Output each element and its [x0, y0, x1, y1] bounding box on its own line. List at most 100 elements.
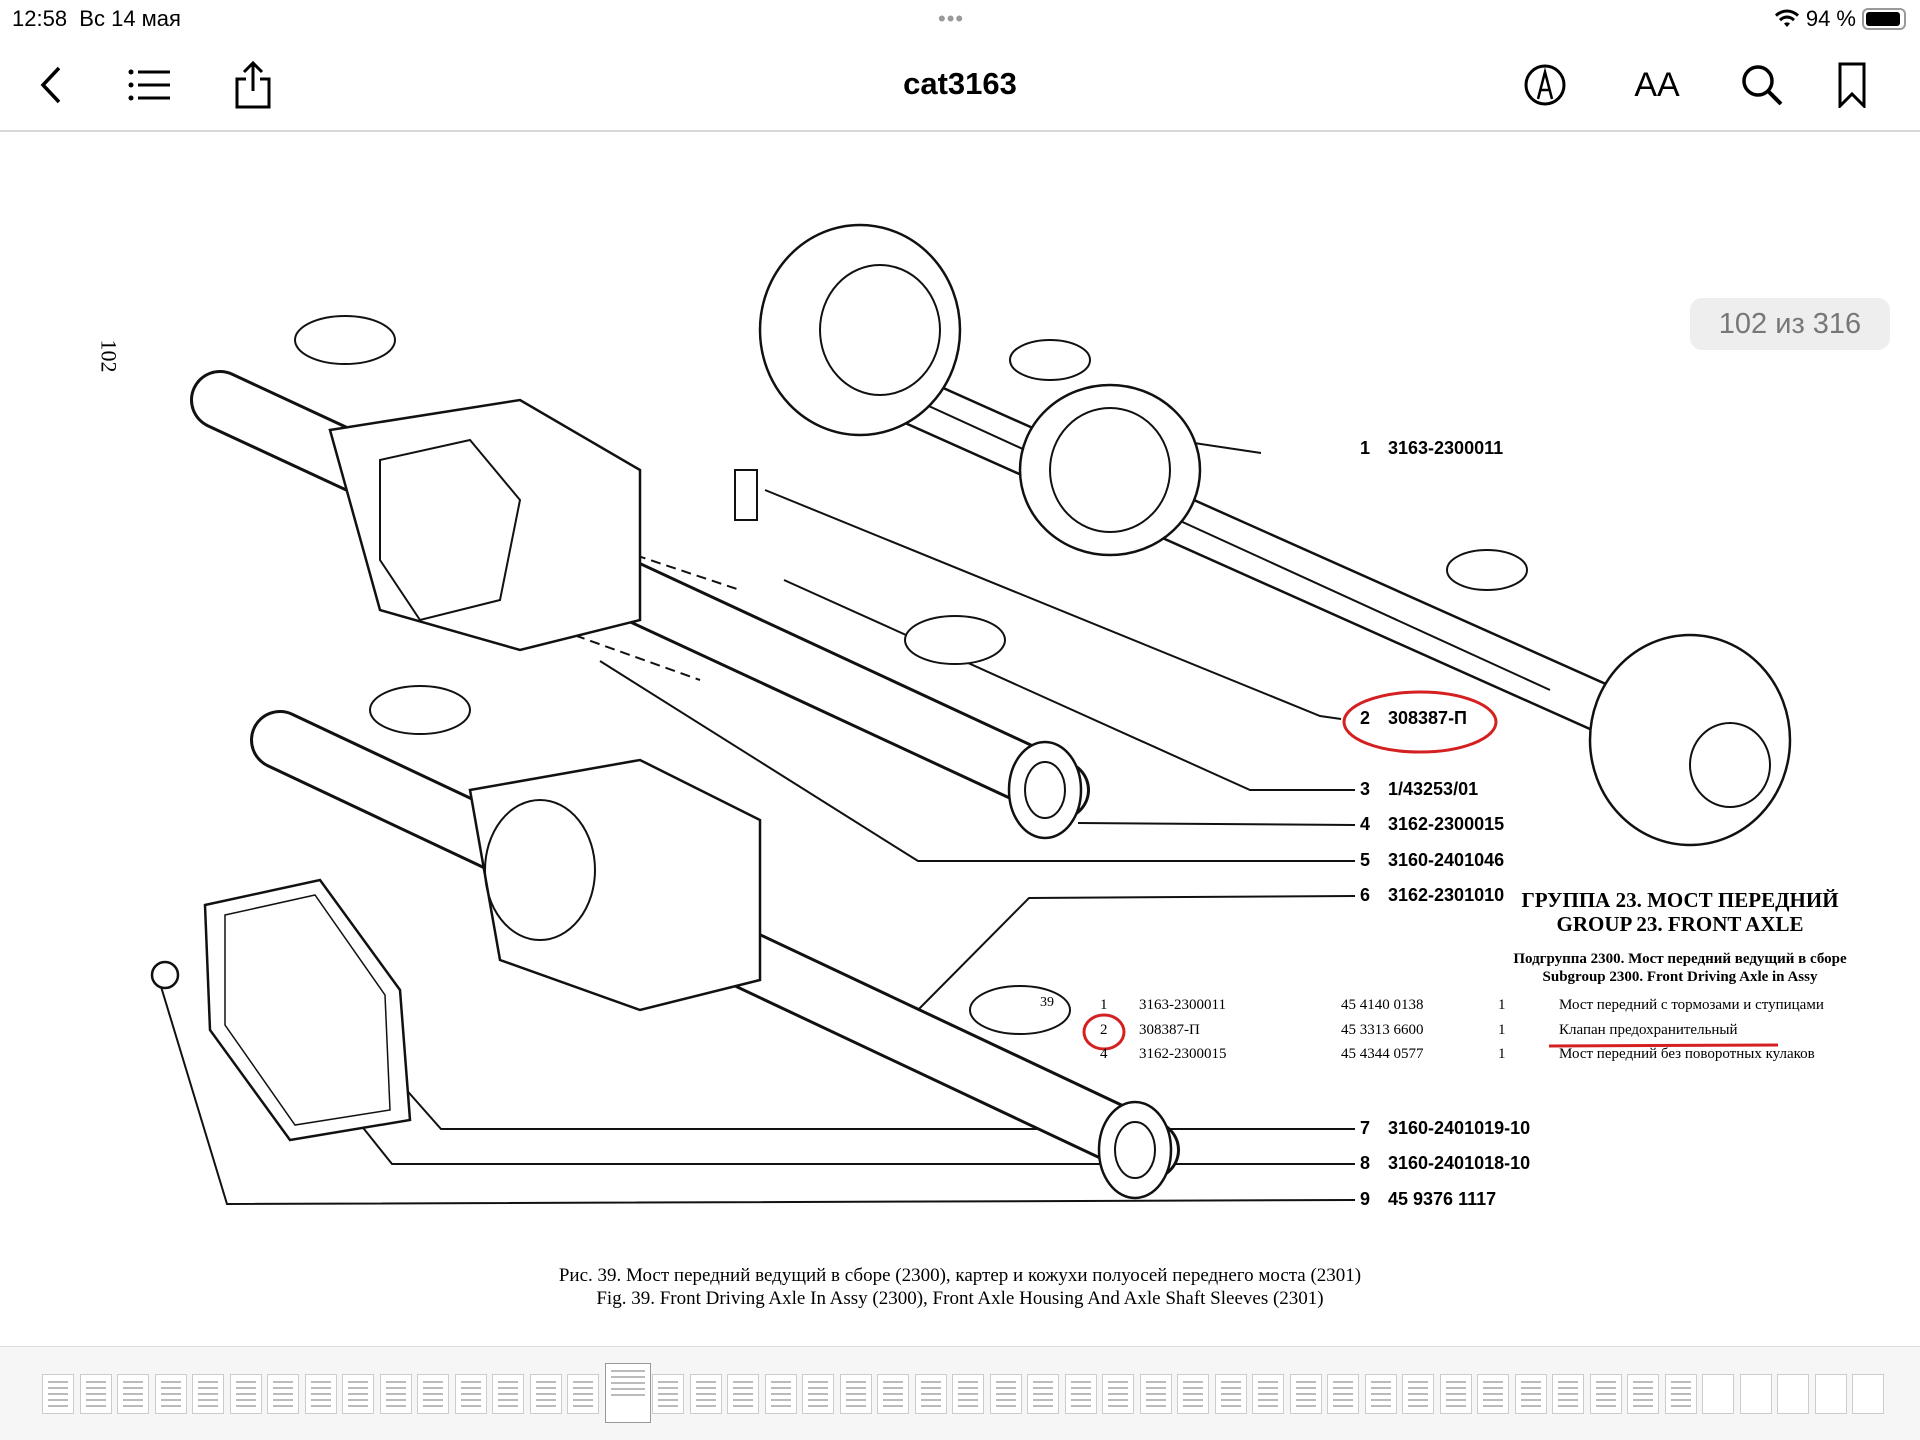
- row-qty: 1: [1498, 997, 1506, 1013]
- text-size-button[interactable]: AA: [1634, 65, 1680, 104]
- page-thumbnail[interactable]: [764, 1374, 797, 1414]
- multitask-dots-icon[interactable]: •••: [938, 6, 965, 31]
- subgroup-heading-en: Subgroup 2300. Front Driving Axle in Ass…: [1542, 969, 1818, 985]
- page-thumbnail[interactable]: [839, 1374, 872, 1414]
- search-icon: [1742, 65, 1783, 106]
- status-bar: 12:58 Вс 14 мая ••• 94 %: [0, 0, 1920, 38]
- red-underline-valve: [1548, 1043, 1779, 1048]
- markup-button[interactable]: [1520, 60, 1570, 110]
- group-heading-en: GROUP 23. FRONT AXLE: [1556, 912, 1804, 936]
- page-thumbnail[interactable]: [304, 1374, 337, 1414]
- row-desc: Мост передний без поворотных кулаков: [1559, 1046, 1815, 1062]
- page-thumbnail[interactable]: [1027, 1374, 1059, 1414]
- page-thumbnail[interactable]: [877, 1374, 909, 1414]
- battery-percent: 94 %: [1805, 6, 1856, 31]
- row-qty: 1: [1498, 1046, 1506, 1062]
- group-heading-ru: ГРУППА 23. МОСТ ПЕРЕДНИЙ: [1521, 888, 1839, 912]
- search-button[interactable]: [1737, 60, 1787, 110]
- page-thumbnail[interactable]: [1589, 1374, 1622, 1414]
- page-thumbnail[interactable]: [1402, 1374, 1434, 1414]
- page-thumbnail[interactable]: [1439, 1374, 1472, 1414]
- row-num: 1: [1100, 997, 1108, 1013]
- back-button[interactable]: [26, 60, 76, 110]
- page-thumbnail[interactable]: [529, 1374, 562, 1414]
- page-thumbnail[interactable]: [154, 1374, 187, 1414]
- page-thumbnail[interactable]: [989, 1374, 1022, 1414]
- page-thumbnail[interactable]: [1552, 1374, 1584, 1414]
- page-thumbnail[interactable]: [727, 1374, 759, 1414]
- subgroup-heading-ru: Подгруппа 2300. Мост передний ведущий в …: [1513, 951, 1847, 967]
- battery-icon: [1862, 8, 1906, 30]
- page-thumbnail[interactable]: [1327, 1374, 1359, 1414]
- page-thumbnail[interactable]: [192, 1374, 224, 1414]
- page-thumbnail[interactable]: [79, 1374, 112, 1414]
- page-thumbnail[interactable]: [652, 1374, 684, 1414]
- page-thumbnail[interactable]: [1177, 1374, 1209, 1414]
- page-thumbnail[interactable]: [1364, 1374, 1397, 1414]
- page-thumbnail[interactable]: [1814, 1374, 1847, 1414]
- page-thumbnail[interactable]: [42, 1374, 74, 1414]
- row-qty: 1: [1498, 1022, 1506, 1038]
- row-code: 45 3313 6600: [1341, 1022, 1424, 1038]
- page-thumbnail[interactable]: [914, 1374, 947, 1414]
- page-thumbnail[interactable]: [1139, 1374, 1172, 1414]
- row-part: 308387-П: [1139, 1022, 1200, 1038]
- document-title: cat3163: [903, 66, 1017, 101]
- page-thumbnail[interactable]: [567, 1374, 599, 1414]
- page-thumbnail[interactable]: [1477, 1374, 1509, 1414]
- red-circle-table-2: [1082, 1013, 1126, 1051]
- page-thumbnail[interactable]: [1214, 1374, 1247, 1414]
- page-thumbnail[interactable]: [1514, 1374, 1547, 1414]
- share-icon: [235, 61, 271, 109]
- page-thumbnail[interactable]: [492, 1374, 524, 1414]
- pencil-tip-icon: [1524, 64, 1566, 106]
- page-thumbnail[interactable]: [229, 1374, 262, 1414]
- page-thumbnail[interactable]: [802, 1374, 834, 1414]
- bookmark-button[interactable]: [1827, 60, 1877, 110]
- row-num: 4: [1100, 1046, 1108, 1062]
- list-icon: [128, 69, 170, 101]
- page-thumbnail[interactable]: [1777, 1374, 1809, 1414]
- page-thumbnail[interactable]: [342, 1374, 374, 1414]
- page-thumbnail[interactable]: [267, 1374, 299, 1414]
- page-thumbnail[interactable]: [952, 1374, 984, 1414]
- figure-caption-en: Fig. 39. Front Driving Axle In Assy (230…: [596, 1288, 1324, 1309]
- status-time-date: 12:58 Вс 14 мая: [12, 6, 181, 31]
- figure-caption-ru: Рис. 39. Мост передний ведущий в сборе (…: [558, 1265, 1362, 1286]
- page-thumbnail[interactable]: [689, 1374, 722, 1414]
- page-thumbnail-strip[interactable]: [0, 1346, 1920, 1440]
- page-thumbnail[interactable]: [117, 1374, 149, 1414]
- table-of-contents-button[interactable]: [124, 60, 174, 110]
- page-thumbnail[interactable]: [1739, 1374, 1772, 1414]
- page-thumbnail[interactable]: [1102, 1374, 1134, 1414]
- page-thumbnail[interactable]: [1664, 1374, 1697, 1414]
- row-desc: Мост передний с тормозами и ступицами: [1559, 997, 1824, 1013]
- page-thumbnail-current[interactable]: [604, 1363, 651, 1423]
- printed-page-number: 102: [96, 339, 122, 373]
- bookmark-icon: [1838, 62, 1866, 108]
- row-code: 45 4344 0577: [1341, 1046, 1424, 1062]
- page-thumbnail[interactable]: [417, 1374, 449, 1414]
- figure-ref-label: 39: [1040, 995, 1054, 1010]
- page-thumbnail[interactable]: [454, 1374, 487, 1414]
- axle-assembly-drawing: [150, 223, 1792, 1206]
- page-thumbnail[interactable]: [1289, 1374, 1322, 1414]
- page-thumbnail[interactable]: [1627, 1374, 1659, 1414]
- row-desc: Клапан предохранительный: [1559, 1022, 1738, 1038]
- page-thumbnail[interactable]: [1252, 1374, 1284, 1414]
- row-code: 45 4140 0138: [1341, 997, 1424, 1013]
- share-button[interactable]: [228, 60, 278, 110]
- page-thumbnail[interactable]: [379, 1374, 412, 1414]
- page-thumbnail[interactable]: [1702, 1374, 1734, 1414]
- page-thumbnail[interactable]: [1852, 1374, 1884, 1414]
- page-thumbnail[interactable]: [1064, 1374, 1097, 1414]
